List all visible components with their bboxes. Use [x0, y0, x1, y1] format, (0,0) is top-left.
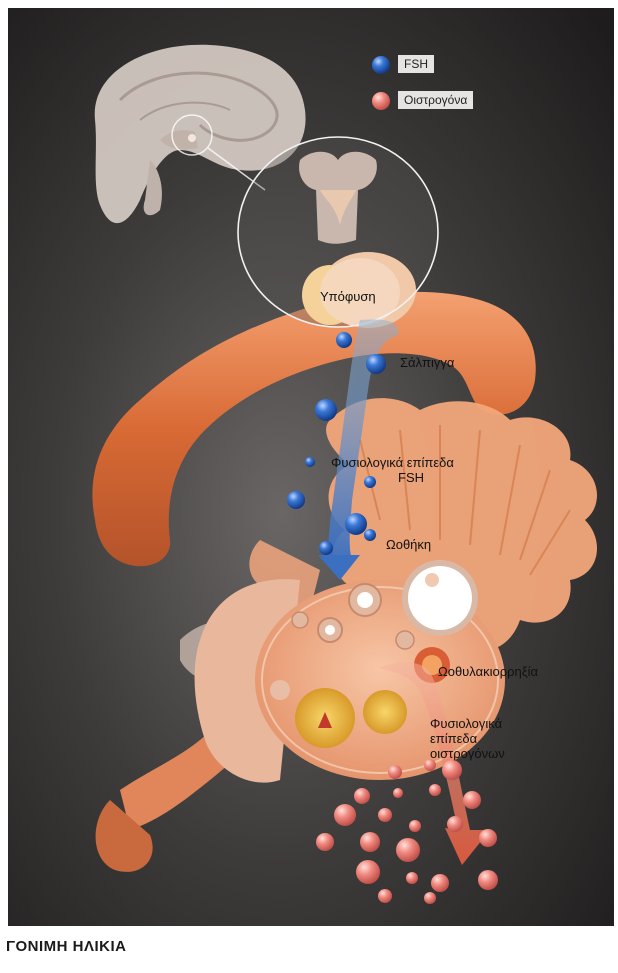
pituitary-label: Υπόφυση — [320, 290, 376, 304]
legend-fsh-label: FSH — [398, 55, 434, 73]
fallopian-tube-label: Σάλπιγγα — [400, 356, 454, 370]
legend-fsh-swatch — [372, 56, 390, 74]
ovulation-label: Ωοθυλακιορρηξία — [438, 665, 538, 679]
legend-estrogen-label: Οιστρογόνα — [398, 91, 473, 109]
fsh-levels-label-line1: Φυσιολογικά επίπεδα — [331, 456, 454, 470]
fsh-levels-label-line2: FSH — [398, 471, 424, 485]
estrogen-levels-label-line3: οιστρογόνων — [430, 747, 505, 761]
legend-estrogen-swatch — [372, 92, 390, 110]
figure-caption: ΓΟΝΙΜΗ ΗΛΙΚΙΑ — [6, 938, 127, 955]
estrogen-levels-label-line1: Φυσιολογικά — [430, 717, 502, 731]
estrogen-levels-label-line2: επίπεδα — [430, 732, 477, 746]
ovary-label: Ωοθήκη — [386, 538, 431, 552]
